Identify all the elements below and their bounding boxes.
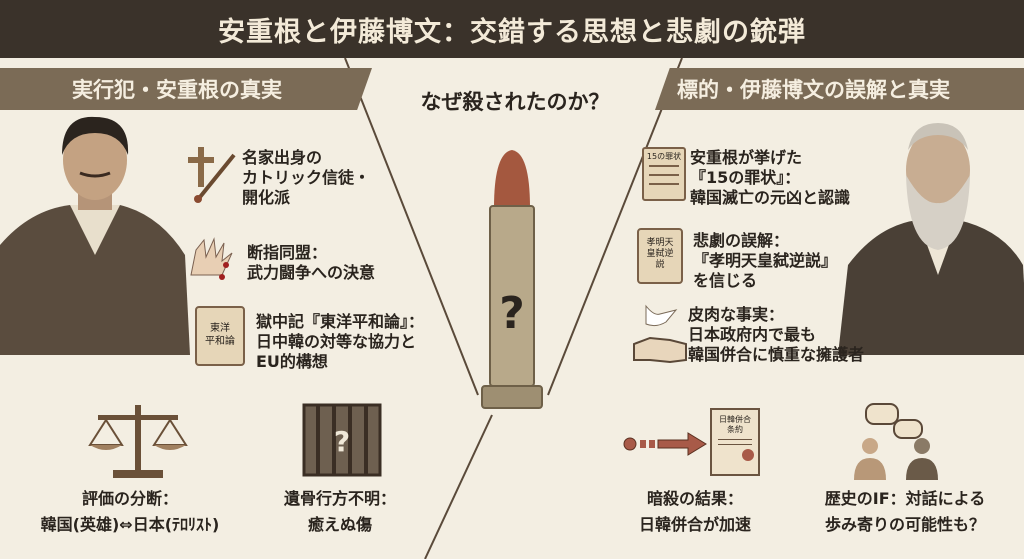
text-line: 安重根が挙げた <box>690 148 803 167</box>
bleeding-hand-icon <box>190 237 233 280</box>
text-line: 遺骨行方不明： <box>283 489 396 508</box>
dove-handshake-icon <box>633 304 687 364</box>
left-bottom-evaluation: 評価の分断： 韓国(英雄)⇔日本(ﾃﾛﾘｽﾄ) <box>10 486 250 538</box>
text-line: 歩み寄りの可能性も？ <box>824 515 985 534</box>
treaty-document-icon: 日韓併合 条約 <box>710 408 760 476</box>
bullet-mark: ? <box>499 288 525 339</box>
right-bottom-what-if: 歴史のIF：対話による 歩み寄りの可能性も？ <box>800 486 1010 538</box>
scroll-text: 孝明天 <box>646 238 674 248</box>
text-line: 日中韓の対等な協力と <box>256 332 417 351</box>
jail-question-icon: ? <box>302 403 382 477</box>
text-line: 日本政府内で最も <box>688 325 817 344</box>
scroll-icon: 東洋 平和論 <box>195 306 245 366</box>
doc-text: 日韓併合 <box>719 415 751 424</box>
document-list-icon: 15の罪状 <box>642 147 686 201</box>
scroll-text: 東洋 <box>210 323 230 334</box>
text-line: 獄中記『東洋平和論』： <box>256 312 425 331</box>
right-item-irony: 皮肉な事実： 日本政府内で最も 韓国併合に慎重な擁護者 <box>688 305 864 365</box>
svg-text:?: ? <box>334 425 350 458</box>
text-line: 『15の罪状』： <box>690 168 801 187</box>
text-line: 断指同盟： <box>247 243 328 262</box>
text-line: 悲劇の誤解： <box>693 231 790 250</box>
text-line: 皮肉な事実： <box>688 305 785 324</box>
text-line: 歴史のIF：対話による <box>824 489 986 508</box>
scroll-text: 平和論 <box>205 336 235 347</box>
right-item-misunderstanding: 悲劇の誤解： 『孝明天皇弑逆説』 を信じる <box>693 231 837 291</box>
left-item-finger-pact: 断指同盟： 武力闘争への決意 <box>247 243 375 283</box>
text-line: 暗殺の結果： <box>646 489 743 508</box>
left-item-origin: 名家出身の カトリック信徒・ 開化派 <box>242 148 370 208</box>
scroll-text: 説 <box>655 260 665 270</box>
scroll-icon: 孝明天 皇弑逆 説 <box>637 228 683 284</box>
left-section-header: 実行犯・安重根の真実 <box>0 68 372 110</box>
right-item-15-charges: 安重根が挙げた 『15の罪状』： 韓国滅亡の元凶と認識 <box>690 148 850 208</box>
right-section-header: 標的・伊藤博文の誤解と真実 <box>655 68 1024 110</box>
text-line: 癒えぬ傷 <box>307 515 372 534</box>
text-line: 韓国併合に慎重な擁護者 <box>688 345 865 364</box>
scales-icon <box>88 405 188 478</box>
text-line: 韓国(英雄)⇔日本(ﾃﾛﾘｽﾄ) <box>40 515 220 534</box>
left-item-peace-treatise: 獄中記『東洋平和論』： 日中韓の対等な協力と EU的構想 <box>256 312 424 372</box>
text-line: 日韓併合が加速 <box>638 515 751 534</box>
arrow-icon <box>623 432 707 456</box>
bullet-question-icon: ? <box>481 150 543 409</box>
text-line: 韓国滅亡の元凶と認識 <box>690 188 851 207</box>
text-line: を信じる <box>693 271 758 290</box>
left-bottom-remains: 遺骨行方不明： 癒えぬ傷 <box>265 486 415 538</box>
portrait-ito-hirobumi <box>838 123 1024 355</box>
doc-text: 条約 <box>727 425 743 434</box>
text-line: 『孝明天皇弑逆説』 <box>693 251 838 270</box>
text-line: 武力闘争への決意 <box>247 263 376 282</box>
text-line: カトリック信徒・ <box>242 168 371 187</box>
text-line: 評価の分断： <box>81 489 178 508</box>
right-bottom-result: 暗殺の結果： 日韓併合が加速 <box>620 486 770 538</box>
scroll-text: 皇弑逆 <box>646 249 674 259</box>
portrait-an-jung-geun <box>0 116 190 355</box>
dialogue-people-icon <box>854 403 938 480</box>
text-line: 名家出身の <box>242 148 323 167</box>
text-line: 開化派 <box>242 188 291 207</box>
center-question: なぜ殺されたのか？ <box>420 90 610 114</box>
cross-brush-icon <box>188 147 236 203</box>
doc-text: 15の罪状 <box>646 152 682 161</box>
text-line: EU的構想 <box>256 352 328 371</box>
page-title: 安重根と伊藤博文：交錯する思想と悲劇の銃弾 <box>0 0 1024 58</box>
